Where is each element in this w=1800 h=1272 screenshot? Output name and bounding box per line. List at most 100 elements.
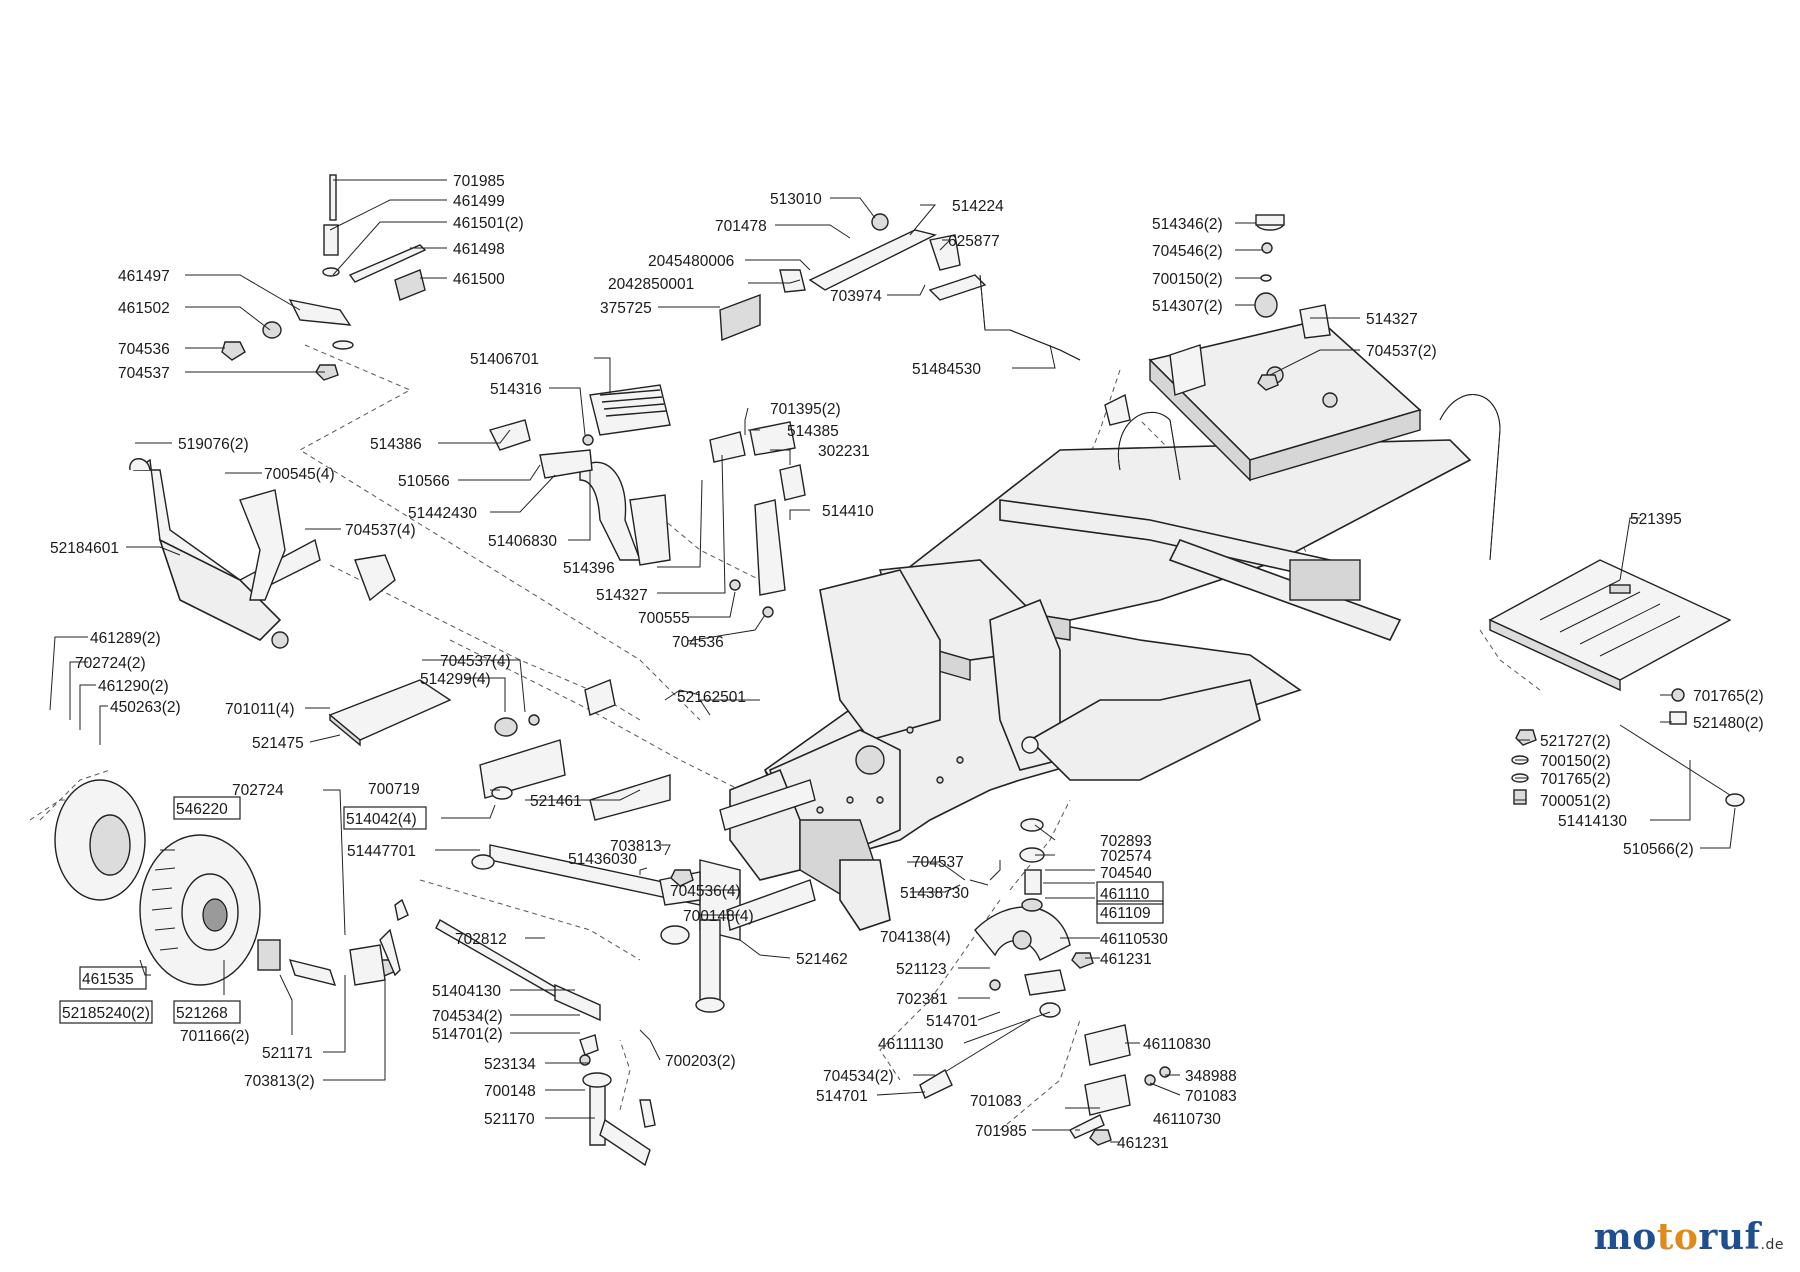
part-label: 546220 bbox=[176, 801, 228, 818]
part-label: 514346(2) bbox=[1152, 216, 1223, 233]
part-label: 701166(2) bbox=[180, 1028, 250, 1045]
watermark-part3: ruf bbox=[1698, 1216, 1761, 1258]
part-label: 704537(4) bbox=[345, 522, 416, 539]
control-lever-parts bbox=[719, 213, 1081, 361]
part-label: 52162501 bbox=[677, 689, 746, 706]
part-label: 701083 bbox=[1185, 1088, 1237, 1105]
part-label: 703813 bbox=[610, 838, 662, 855]
part-label: 514042(4) bbox=[346, 811, 417, 828]
part-label: 704536 bbox=[672, 634, 724, 651]
part-label: 461231 bbox=[1100, 951, 1152, 968]
part-label: 514299(4) bbox=[420, 671, 491, 688]
watermark-logo: motoruf.de bbox=[1594, 1216, 1784, 1258]
front-wheels bbox=[54, 779, 281, 986]
part-label: 513010 bbox=[770, 191, 822, 208]
part-label: 703974 bbox=[830, 288, 882, 305]
part-label: 701083 bbox=[970, 1093, 1022, 1110]
part-label: 521475 bbox=[252, 735, 304, 752]
part-label: 704537(4) bbox=[440, 653, 511, 670]
part-label: 700150(2) bbox=[1540, 753, 1611, 770]
part-label: 702574 bbox=[1100, 848, 1152, 865]
part-label: 51442430 bbox=[408, 505, 477, 522]
part-label: 704537 bbox=[912, 854, 964, 871]
part-label: 700719 bbox=[368, 781, 420, 798]
part-label: 461498 bbox=[453, 241, 505, 258]
part-label: 701395(2) bbox=[770, 401, 841, 418]
part-label: 51438730 bbox=[900, 885, 969, 902]
part-label: 510566 bbox=[398, 473, 450, 490]
part-label: 700051(2) bbox=[1540, 793, 1611, 810]
part-label: 703813(2) bbox=[244, 1073, 315, 1090]
part-label: 702724(2) bbox=[75, 655, 146, 672]
part-label: 702893 bbox=[1100, 833, 1152, 850]
pedal-parts bbox=[488, 384, 806, 618]
part-label: 46110730 bbox=[1153, 1111, 1221, 1128]
watermark-part2: to bbox=[1656, 1216, 1699, 1258]
part-label: 461535 bbox=[82, 971, 134, 988]
part-label: 514386 bbox=[370, 436, 422, 453]
part-label: 302231 bbox=[818, 443, 870, 460]
part-label: 461290(2) bbox=[98, 678, 169, 695]
part-label: 701985 bbox=[453, 173, 505, 190]
rear-mount-plate bbox=[1488, 559, 1732, 692]
part-label: 461231 bbox=[1117, 1135, 1169, 1152]
part-label: 521395 bbox=[1630, 511, 1682, 528]
part-label: 521480(2) bbox=[1693, 715, 1764, 732]
part-label: 51484530 bbox=[912, 361, 981, 378]
lever-bracket-parts bbox=[221, 174, 427, 381]
part-label: 46111130 bbox=[878, 1036, 944, 1053]
part-label: 704536 bbox=[118, 341, 170, 358]
upper-right-parts bbox=[1104, 214, 1331, 426]
part-label: 461499 bbox=[453, 193, 505, 210]
part-label: 51436030 bbox=[568, 851, 637, 868]
watermark-suffix: .de bbox=[1760, 1237, 1784, 1253]
part-label: 51414130 bbox=[1558, 813, 1627, 830]
part-label: 704540 bbox=[1100, 865, 1152, 882]
part-label: 52184601 bbox=[50, 540, 119, 557]
part-label: 514385 bbox=[787, 423, 839, 440]
part-label: 702812 bbox=[455, 931, 507, 948]
part-label: 702724 bbox=[232, 782, 284, 799]
part-label: 701765(2) bbox=[1540, 771, 1611, 788]
part-label: 46110530 bbox=[1100, 931, 1168, 948]
part-number-labels: 701985 461499 461501(2) 461498 461500 46… bbox=[50, 173, 1764, 1152]
part-label: 51447701 bbox=[347, 843, 416, 860]
part-label: 704537(2) bbox=[1366, 343, 1437, 360]
part-label: 704138(4) bbox=[880, 929, 951, 946]
boxed-label-outlines bbox=[59, 796, 1164, 1024]
part-label: 461289(2) bbox=[90, 630, 161, 647]
part-label: 521171 bbox=[262, 1045, 313, 1062]
watermark-part1: mo bbox=[1593, 1216, 1657, 1258]
part-label: 521462 bbox=[796, 951, 848, 968]
part-label: 2042850001 bbox=[608, 276, 694, 293]
steering-parts bbox=[919, 818, 1171, 1146]
part-label: 700148 bbox=[484, 1083, 536, 1100]
part-label: 348988 bbox=[1185, 1068, 1237, 1085]
spindle-parts bbox=[288, 898, 656, 1167]
part-label: 521170 bbox=[484, 1111, 535, 1128]
part-label: 625877 bbox=[948, 233, 1000, 250]
part-label: 704536(4) bbox=[670, 883, 741, 900]
part-label: 704537 bbox=[118, 365, 170, 382]
part-label: 521268 bbox=[176, 1005, 228, 1022]
part-label: 704534(2) bbox=[432, 1008, 503, 1025]
part-label: 514224 bbox=[952, 198, 1004, 215]
part-label: 702381 bbox=[896, 991, 948, 1008]
part-label: 514701 bbox=[816, 1088, 868, 1105]
part-label: 51406830 bbox=[488, 533, 557, 550]
part-label: 701478 bbox=[715, 218, 767, 235]
leader-lines bbox=[49, 179, 1736, 1143]
part-label: 461501(2) bbox=[453, 215, 524, 232]
part-label: 701985 bbox=[975, 1123, 1027, 1140]
part-label: 514307(2) bbox=[1152, 298, 1223, 315]
part-label: 700555 bbox=[638, 610, 690, 627]
part-label: 46110830 bbox=[1143, 1036, 1211, 1053]
part-label: 701765(2) bbox=[1693, 688, 1764, 705]
part-label: 461109 bbox=[1100, 905, 1151, 922]
part-label: 521461 bbox=[530, 793, 582, 810]
part-label: 51404130 bbox=[432, 983, 501, 1000]
part-label: 375725 bbox=[600, 300, 652, 317]
part-label: 510566(2) bbox=[1623, 841, 1694, 858]
part-label: 514327 bbox=[1366, 311, 1418, 328]
